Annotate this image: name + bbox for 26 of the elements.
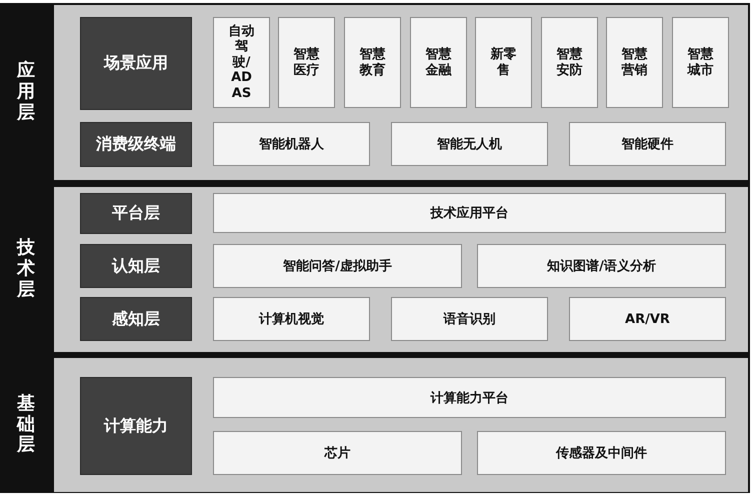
item-box: 知识图谱/语义分析 xyxy=(477,244,726,288)
item-box: 语音识别 xyxy=(391,297,548,341)
item-box: 智能问答/虚拟助手 xyxy=(213,244,462,288)
category-box: 平台层 xyxy=(80,193,192,234)
item-box: 智能无人机 xyxy=(391,122,548,166)
category-box: 感知层 xyxy=(80,297,192,341)
category-box: 认知层 xyxy=(80,244,192,288)
item-box: 智慧安防 xyxy=(541,17,598,108)
item-box: 计算机视觉 xyxy=(213,297,370,341)
category-box: 消费级终端 xyxy=(80,122,192,167)
item-box: 技术应用平台 xyxy=(213,193,726,233)
item-box: 新零售 xyxy=(475,17,532,108)
item-box: 智慧教育 xyxy=(344,17,401,108)
item-box: 智慧城市 xyxy=(672,17,729,108)
item-box: 智能机器人 xyxy=(213,122,370,166)
item-box: 智能硬件 xyxy=(569,122,726,166)
item-box: 智慧金融 xyxy=(410,17,467,108)
item-box: 计算能力平台 xyxy=(213,377,726,418)
item-box: AR/VR xyxy=(569,297,726,341)
category-box: 场景应用 xyxy=(80,17,192,110)
item-box: 芯片 xyxy=(213,431,462,475)
category-box: 计算能力 xyxy=(80,377,192,475)
item-box: 智慧医疗 xyxy=(278,17,335,108)
item-box: 传感器及中间件 xyxy=(477,431,726,475)
item-box: 智慧营销 xyxy=(606,17,663,108)
item-box: 自动驾驶/ADAS xyxy=(213,17,270,108)
